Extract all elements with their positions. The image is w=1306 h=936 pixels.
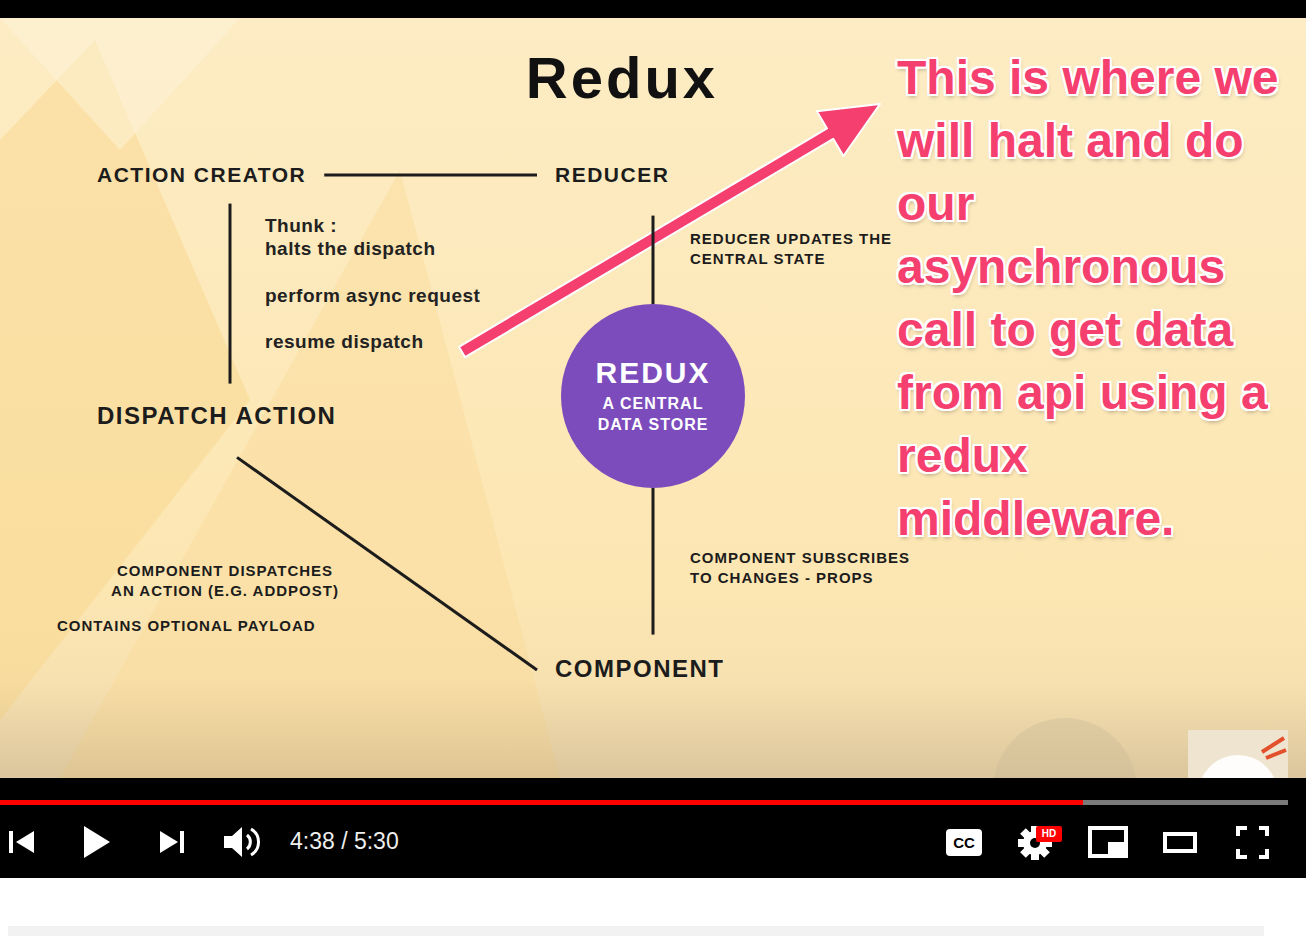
previous-icon [9, 831, 13, 853]
store-title: REDUX [595, 356, 710, 391]
thunk-step: perform async request [265, 285, 480, 308]
node-label: ACTION CREATOR [97, 162, 306, 187]
callout-annotation: This is where we will halt and do our as… [897, 46, 1292, 550]
next-icon [160, 831, 178, 853]
volume-icon [224, 827, 242, 857]
note-text: COMPONENT DISPATCHES AN ACTION (E.G. ADD… [75, 561, 375, 601]
node-label: REDUCER [555, 162, 669, 187]
component-node: DISPATCH ACTION [97, 402, 336, 431]
theater-icon [1165, 834, 1195, 851]
mascot-headband [1262, 738, 1286, 758]
note-text: CONTAINS OPTIONAL PAYLOAD [57, 617, 316, 635]
diagram-title: Redux [372, 45, 872, 112]
store-circle: REDUXA CENTRAL DATA STORE [561, 304, 745, 488]
cc-button [946, 829, 982, 856]
circle-shape [561, 304, 745, 488]
previous-icon [16, 831, 34, 853]
connector-line [229, 204, 232, 384]
connector-line [324, 174, 537, 177]
video-time: 4:38 / 5:30 [290, 828, 399, 856]
miniplayer-icon [1090, 828, 1126, 856]
top-black-bar [0, 0, 1306, 18]
below-video-panel [8, 926, 1264, 936]
fullscreen-icon [1238, 828, 1267, 857]
hd-badge-shape [1036, 826, 1062, 842]
component-node: ACTION CREATOR [97, 162, 306, 187]
next-icon [180, 831, 184, 853]
connector-line [652, 488, 655, 635]
thunk-step: resume dispatch [265, 331, 424, 354]
volume-icon [247, 835, 250, 849]
note-text: REDUCER UPDATES THE CENTRAL STATE [690, 229, 918, 269]
play-icon [84, 826, 110, 858]
thunk-step: halts the dispatch [265, 238, 436, 261]
thunk-heading: Thunk : [265, 215, 337, 238]
store-subtitle: A CENTRAL DATA STORE [587, 394, 719, 436]
progress-buffer [0, 800, 1288, 805]
player-controls-bar [0, 778, 1306, 878]
background-light-shape [0, 18, 240, 150]
volume-icon [251, 829, 259, 855]
component-node: COMPONENT [555, 655, 725, 684]
note-text: COMPONENT SUBSCRIBES TO CHANGES - PROPS [690, 548, 935, 588]
node-label: DISPATCH ACTION [97, 402, 336, 431]
node-label: COMPONENT [555, 655, 725, 684]
hd-badge: HD [1042, 828, 1056, 840]
component-node: REDUCER [555, 162, 669, 187]
cc-button-text: CC [953, 834, 975, 852]
slide-background [0, 18, 1306, 778]
progress-played [0, 800, 1083, 805]
connector-line [652, 216, 655, 304]
miniplayer-icon [1108, 842, 1124, 854]
